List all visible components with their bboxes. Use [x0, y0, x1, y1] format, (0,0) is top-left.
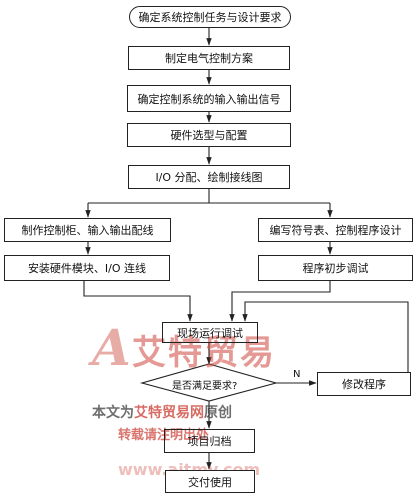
watermark-logo-letter: A [92, 318, 131, 377]
step-modify-program: 修改程序 [317, 372, 411, 396]
decision-no-label: N [293, 369, 301, 380]
step-install-hardware: 安装硬件模块、I/O 连线 [4, 255, 170, 281]
watermark-logo-text: 艾特贸易 [132, 333, 276, 373]
step-initial-debug: 程序初步调试 [258, 255, 413, 281]
start-node: 确定系统控制任务与设计要求 [129, 6, 291, 28]
watermark-line1-brand: 艾特贸易网 [134, 405, 204, 421]
decision-requirements: 是否满足要求? [172, 381, 238, 392]
step-control-scheme: 制定电气控制方案 [128, 46, 290, 70]
watermark-line1-pre: 本文为 [92, 405, 134, 421]
step-io-assignment: I/O 分配、绘制接线图 [128, 165, 290, 189]
step-site-debug: 现场运行调试 [162, 322, 258, 343]
step-hardware-selection: 硬件选型与配置 [127, 123, 291, 147]
step-control-cabinet: 制作控制柜、输入输出配线 [4, 218, 171, 242]
watermark-line1-post: 原创 [204, 405, 232, 421]
watermark-line2: 转载请注明出处 [118, 428, 210, 443]
end-node: 交付使用 [165, 470, 255, 493]
step-io-signals: 确定控制系统的输入输出信号 [127, 85, 291, 112]
watermark-line1: 本文为艾特贸易网原创 [92, 402, 232, 422]
step-symbol-table: 编写符号表、控制程序设计 [258, 218, 413, 242]
step-project-archive: 项目归档 [164, 429, 255, 453]
